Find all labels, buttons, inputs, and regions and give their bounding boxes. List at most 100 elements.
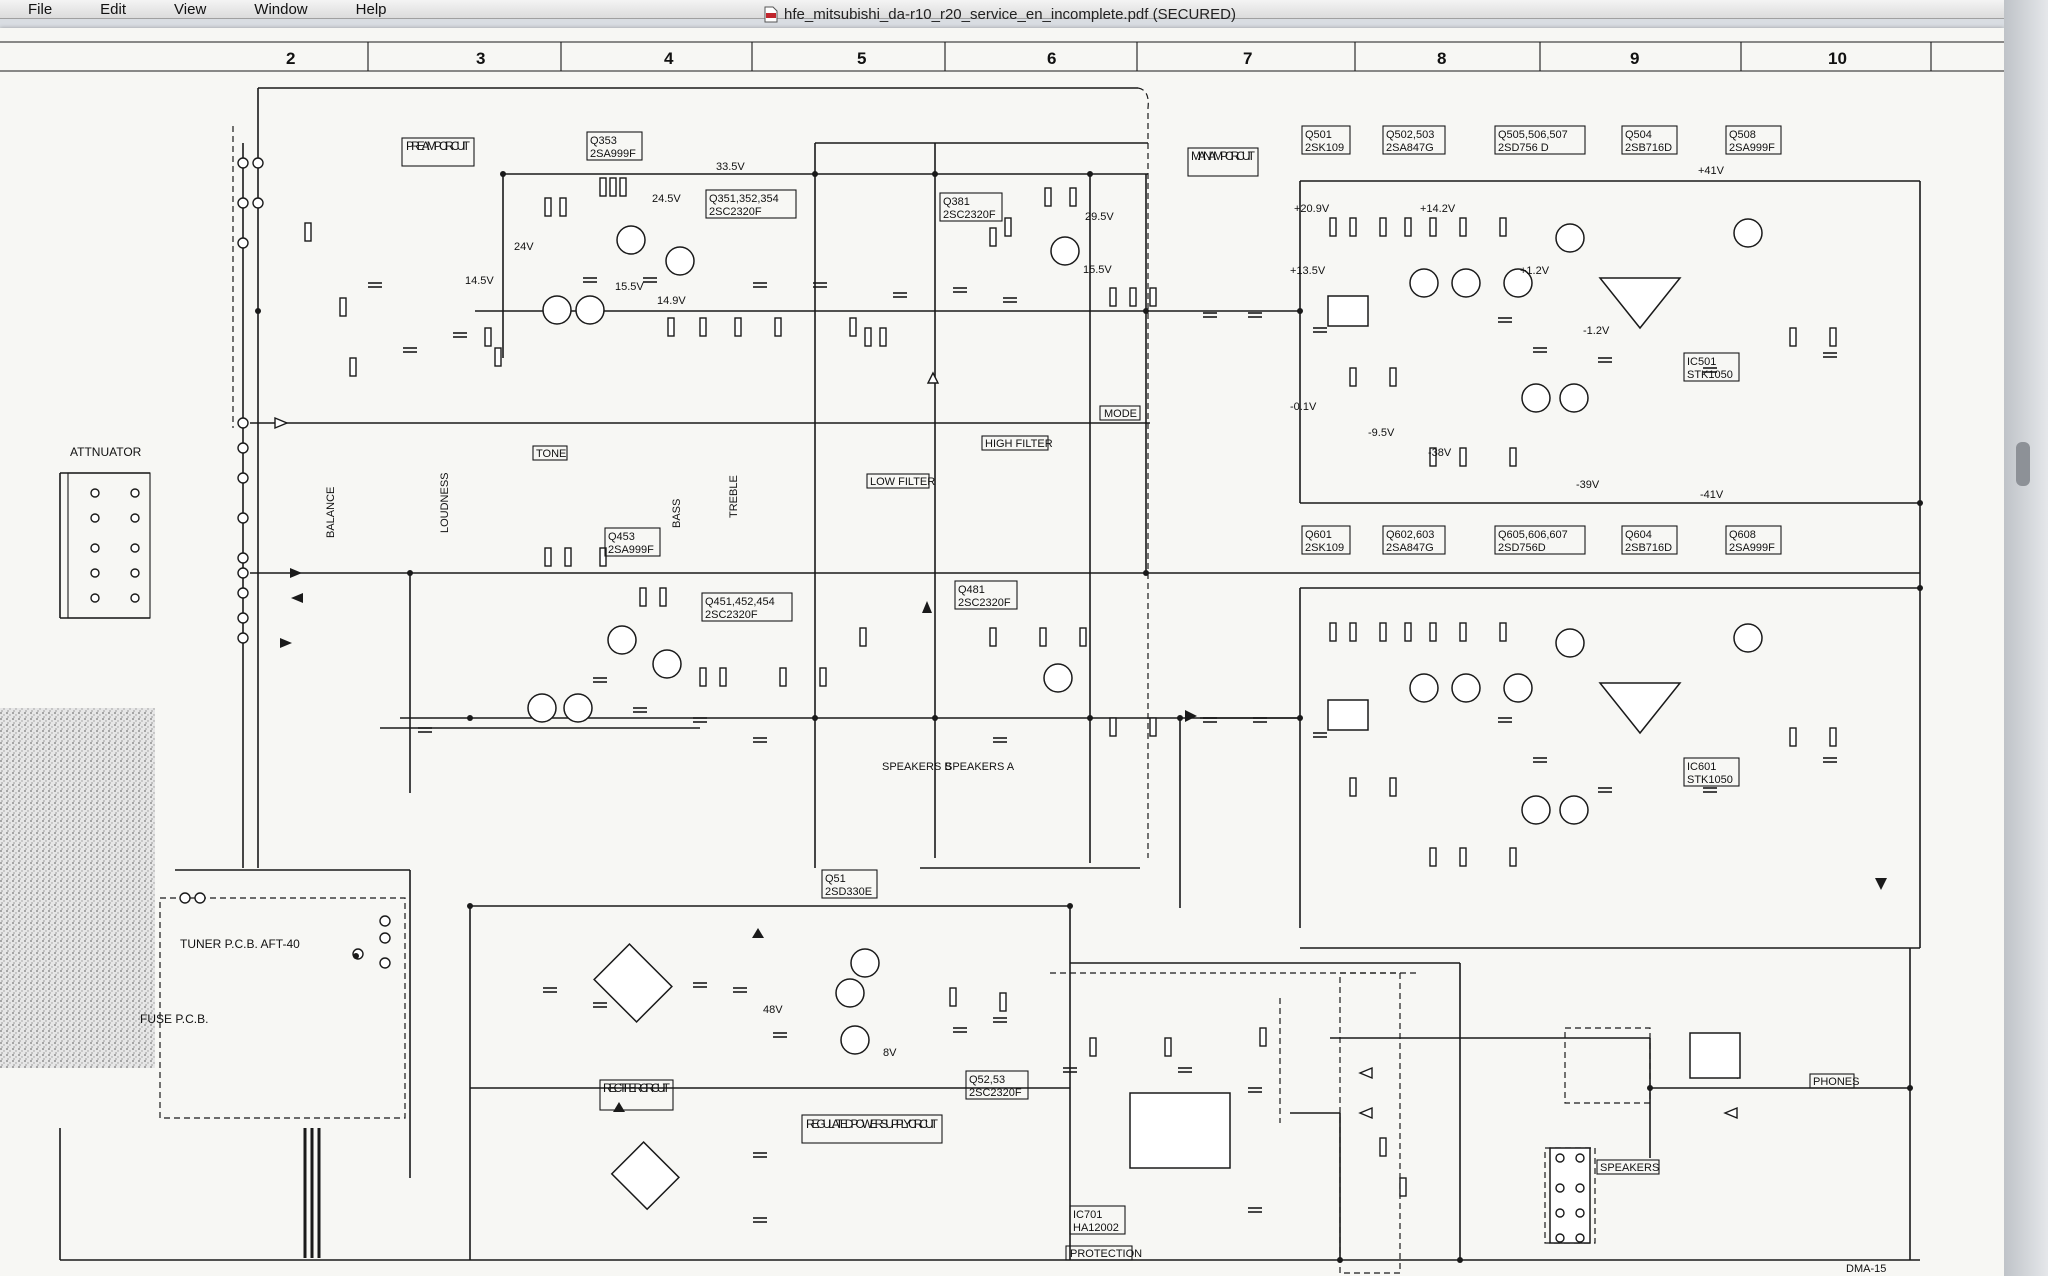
vertical-scrollbar-thumb[interactable] — [2016, 442, 2030, 486]
menu-bar: File Edit View Window Help — [0, 0, 2048, 19]
voltage-annotation: 15.5V — [1083, 264, 1112, 276]
voltage-annotation: 48V — [763, 1004, 783, 1016]
menu-edit[interactable]: Edit — [100, 0, 127, 18]
svg-text:Q453: Q453 — [608, 531, 635, 543]
page-footer-mark: DMA-15 — [1846, 1263, 1886, 1275]
voltage-annotation: +1.2V — [1520, 265, 1550, 277]
svg-text:Q481: Q481 — [958, 584, 985, 596]
connector-column — [179, 157, 391, 969]
svg-text:2SB716D: 2SB716D — [1625, 542, 1672, 554]
svg-text:2SA999F: 2SA999F — [608, 544, 654, 556]
phones-label: PHONES — [1813, 1076, 1859, 1088]
menu-help[interactable]: Help — [355, 0, 387, 18]
mode-label: MODE — [1104, 408, 1137, 420]
svg-text:2SC2320F: 2SC2320F — [709, 206, 762, 218]
schematic-diagram: 2 3 4 5 6 7 8 9 10 — [0, 41, 2004, 1275]
low-filter-label: LOW FILTER — [870, 476, 935, 488]
pdf-file-icon — [764, 6, 778, 22]
rectifier-circuit-label: RECTIFIER CIRCUIT — [603, 1081, 671, 1095]
signal-arrows — [274, 371, 1887, 1120]
svg-text:2SC2320F: 2SC2320F — [705, 609, 758, 621]
grid-ruler: 2 3 4 5 6 7 8 9 10 — [286, 42, 1932, 71]
relay-switches — [1549, 1032, 1741, 1244]
voltage-annotation: -0.1V — [1290, 401, 1317, 413]
window-titlebar: hfe_mitsubishi_da-r10_r20_service_en_inc… — [0, 2, 2000, 26]
svg-text:2SD756 D: 2SD756 D — [1498, 142, 1549, 154]
svg-text:2SA999F: 2SA999F — [1729, 142, 1775, 154]
svg-text:2SD330E: 2SD330E — [825, 886, 872, 898]
balance-label: BALANCE — [325, 487, 337, 538]
voltage-labels: 33.5V24.5V24V14.5V14.9V15.5V29.5V15.5V+2… — [465, 161, 1725, 1059]
menu-window[interactable]: Window — [254, 0, 308, 18]
svg-text:2SD756D: 2SD756D — [1498, 542, 1546, 554]
protection-label: PROTECTION — [1070, 1248, 1142, 1260]
svg-text:2SC2320F: 2SC2320F — [943, 209, 996, 221]
grid-number-4: 4 — [664, 49, 674, 68]
tuner-pcb-label: TUNER P.C.B. AFT-40 — [180, 937, 300, 951]
svg-text:IC501: IC501 — [1687, 356, 1716, 368]
svg-text:Q51: Q51 — [825, 873, 846, 885]
svg-text:Q451,452,454: Q451,452,454 — [705, 596, 775, 608]
svg-text:2SK109: 2SK109 — [1305, 542, 1344, 554]
voltage-annotation: 14.5V — [465, 275, 494, 287]
svg-text:Q608: Q608 — [1729, 529, 1756, 541]
svg-text:Q353: Q353 — [590, 135, 617, 147]
svg-text:2SA999F: 2SA999F — [1729, 542, 1775, 554]
svg-text:Q501: Q501 — [1305, 129, 1332, 141]
svg-text:Q508: Q508 — [1729, 129, 1756, 141]
voltage-annotation: -1.2V — [1583, 325, 1610, 337]
transistor-symbols — [527, 218, 1763, 1055]
svg-text:2SB716D: 2SB716D — [1625, 142, 1672, 154]
voltage-annotation: -39V — [1576, 479, 1600, 491]
svg-text:2SC2320F: 2SC2320F — [969, 1087, 1022, 1099]
ic-amplifiers — [593, 277, 1682, 1211]
voltage-annotation: 15.5V — [615, 281, 644, 293]
svg-text:Q504: Q504 — [1625, 129, 1652, 141]
speakers-label: SPEAKERS — [1600, 1162, 1659, 1174]
svg-text:IC701: IC701 — [1073, 1209, 1102, 1221]
svg-text:2SA999F: 2SA999F — [590, 148, 636, 160]
voltage-annotation: -38V — [1428, 447, 1452, 459]
fuse-pcb-label: FUSE P.C.B. — [140, 1012, 208, 1026]
attenuator-label: ATTNUATOR — [70, 445, 142, 459]
svg-text:Q351,352,354: Q351,352,354 — [709, 193, 779, 205]
svg-text:HA12002: HA12002 — [1073, 1222, 1119, 1234]
menu-view[interactable]: View — [174, 0, 207, 18]
svg-text:Q601: Q601 — [1305, 529, 1332, 541]
grid-number-5: 5 — [857, 49, 866, 68]
voltage-annotation: 24.5V — [652, 193, 681, 205]
svg-text:2SC2320F: 2SC2320F — [958, 597, 1011, 609]
pre-amp-circuit-label: PRE AMP CIRCUIT — [406, 139, 471, 153]
grid-number-6: 6 — [1047, 49, 1056, 68]
speakers-a-label: SPEAKERS A — [945, 761, 1015, 773]
svg-text:Q602,603: Q602,603 — [1386, 529, 1434, 541]
svg-text:Q605,606,607: Q605,606,607 — [1498, 529, 1568, 541]
circuit-wiring — [59, 87, 1921, 1261]
voltage-annotation: -9.5V — [1368, 427, 1395, 439]
tone-label: TONE — [536, 448, 566, 460]
voltage-annotation: +14.2V — [1420, 203, 1456, 215]
bass-label: BASS — [671, 499, 683, 528]
menu-file[interactable]: File — [28, 0, 53, 18]
main-amp-circuit-label: MAIN AMP CIRCUIT — [1191, 149, 1256, 163]
grid-number-10: 10 — [1828, 49, 1847, 68]
svg-text:STK1050: STK1050 — [1687, 774, 1733, 786]
svg-text:Q604: Q604 — [1625, 529, 1652, 541]
voltage-annotation: 24V — [514, 241, 534, 253]
treble-label: TREBLE — [728, 475, 740, 518]
svg-text:2SA847G: 2SA847G — [1386, 142, 1434, 154]
